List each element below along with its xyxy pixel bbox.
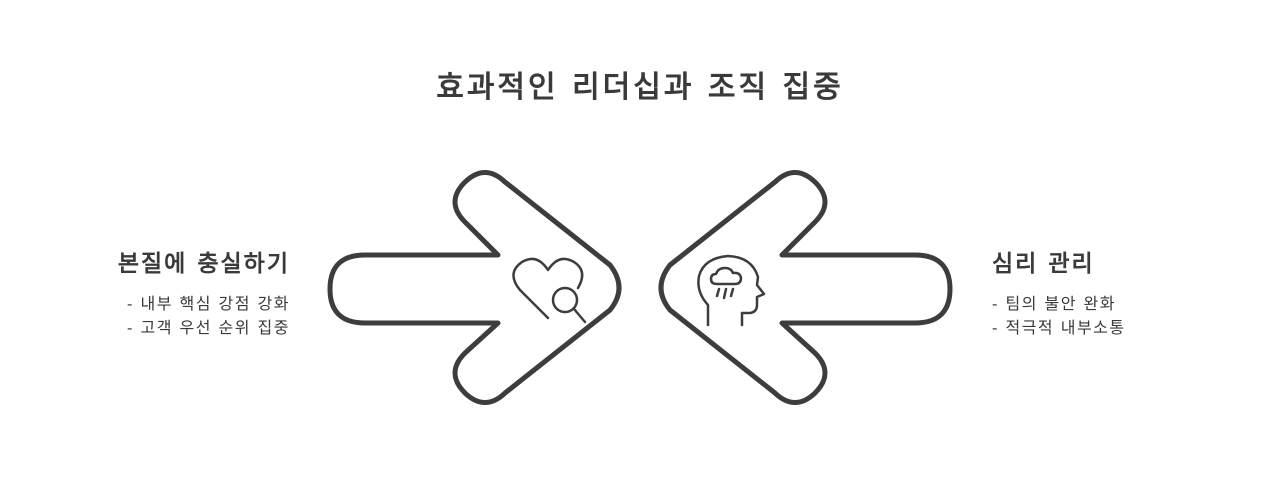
- right-heading: 심리 관리: [992, 250, 1095, 277]
- heart-magnifier-icon: [512, 257, 587, 324]
- left-bullet-1: - 내부 핵심 강점 강화: [126, 294, 290, 313]
- left-bullet-2: - 고객 우선 순위 집중: [126, 318, 290, 337]
- left-text-block: 본질에 충실하기 - 내부 핵심 강점 강화 - 고객 우선 순위 집중: [60, 244, 320, 340]
- diagram-title: 효과적인 리더십과 조직 집중: [436, 70, 844, 105]
- right-text-block: 심리 관리 - 팀의 불안 완화 - 적극적 내부소통: [992, 244, 1252, 340]
- right-bullet-1: - 팀의 불안 완화: [992, 294, 1116, 313]
- left-arrow: [327, 170, 622, 405]
- right-arrow: [658, 170, 953, 405]
- head-raincloud-icon: [697, 254, 766, 327]
- right-bullet-2: - 적극적 내부소통: [992, 318, 1126, 337]
- left-heading: 본질에 충실하기: [117, 250, 290, 277]
